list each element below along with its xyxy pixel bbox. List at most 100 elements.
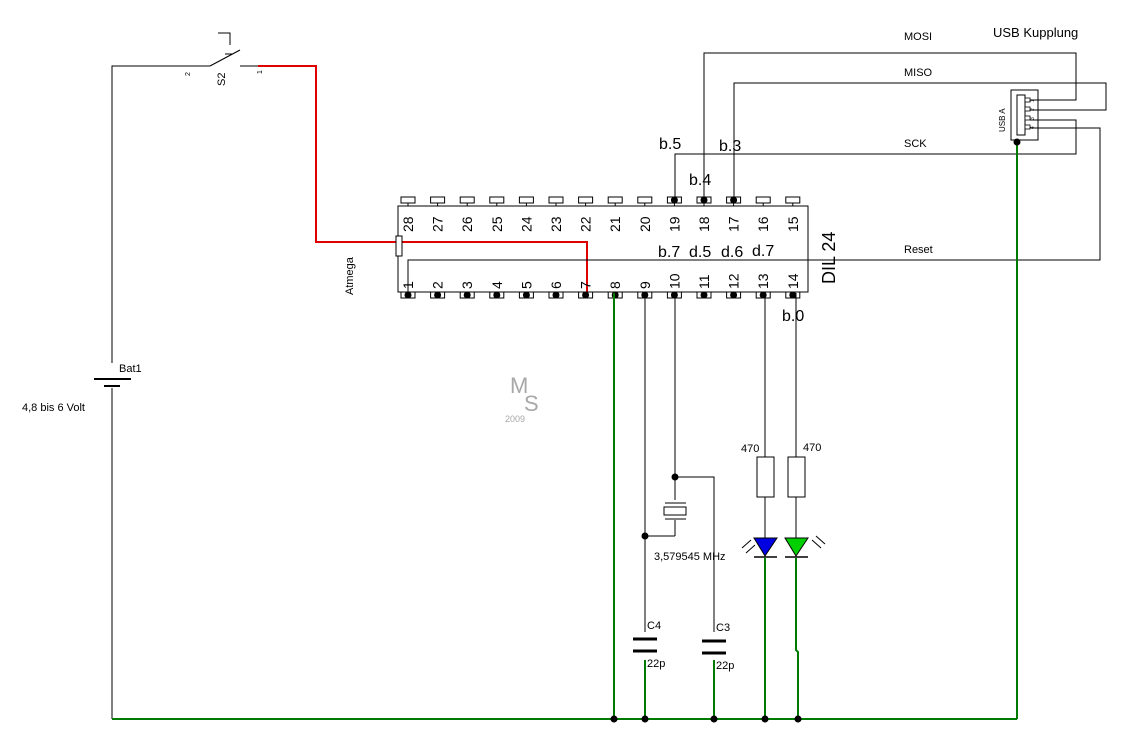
resistor-2-label: 470	[803, 442, 821, 454]
crystal-label: 3,579545 MHz	[654, 551, 726, 563]
junction-dots	[610, 138, 1021, 723]
chip-pin-top-number: 24	[518, 216, 534, 232]
chip-pin-top: 27	[430, 196, 446, 232]
usb-pin: 1	[1024, 97, 1036, 103]
chip-pin-top: 21	[607, 196, 623, 232]
chip-pin-bottom-number: 10	[666, 273, 682, 289]
sck-label: SCK	[904, 138, 927, 150]
battery-label: Bat1	[119, 363, 142, 375]
port-d5-label: d.5	[689, 244, 711, 261]
chip-pin-bottom-number: 2	[430, 281, 446, 289]
chip-pin-bottom: 3	[459, 281, 475, 299]
atmega-chip	[395, 205, 809, 293]
crystal-wiring	[644, 293, 715, 719]
chip-pin-top-number: 25	[489, 216, 505, 232]
chip-pin-bottom: 8	[607, 281, 623, 299]
chip-pin-top-number: 23	[548, 216, 564, 232]
chip-pin-bottom-number: 3	[459, 281, 475, 289]
watermark-s: S	[524, 391, 539, 416]
port-d7-label: d.7	[752, 243, 774, 260]
usb-pin: 2	[1024, 106, 1036, 112]
mosi-label: MOSI	[904, 31, 932, 43]
chip-pin-top-number: 26	[459, 216, 475, 232]
miso-label: MISO	[904, 67, 933, 79]
chip-pin-top-number: 16	[755, 216, 771, 232]
watermark: M S 2009	[505, 373, 539, 424]
port-b3-label: b.3	[719, 138, 741, 155]
port-b7-label: b.7	[658, 244, 680, 261]
crystal-symbol	[663, 502, 687, 520]
chip-pin-top: 22	[578, 196, 594, 232]
chip-pin-top: 18	[696, 196, 712, 232]
chip-pin-top: 24	[518, 196, 534, 232]
capacitor-c3	[702, 639, 726, 655]
chip-pin-top: 23	[548, 196, 564, 232]
port-d6-label: d.6	[721, 244, 743, 261]
chip-pin-bottom-number: 13	[755, 273, 771, 289]
chip-top-pins: 28 27 26 25 24 23 22 21 20 19 18 17 16 15	[400, 196, 801, 232]
led-blue	[741, 537, 778, 558]
switch-red-wire	[258, 65, 588, 293]
c4-label: C4	[647, 620, 661, 632]
chip-pin-bottom: 6	[548, 281, 564, 299]
chip-pin-top: 28	[400, 196, 416, 232]
usb-connector-label: USB A	[998, 108, 1007, 132]
chip-pin-top-number: 19	[666, 216, 682, 232]
ground-wiring	[112, 140, 1018, 720]
chip-pin-top-number: 20	[637, 216, 653, 232]
chip-pin-top: 17	[726, 196, 742, 232]
chip-pin-top-number: 28	[400, 216, 416, 232]
usb-pin-number: 4	[1030, 126, 1036, 129]
resistor-2	[787, 456, 806, 498]
c4-value: 22p	[647, 658, 665, 670]
chip-name-label: Atmega	[344, 256, 356, 295]
chip-pin-top: 25	[489, 196, 505, 232]
usb-pins: 1 2 3 4	[1024, 97, 1036, 130]
switch-label: S2	[216, 73, 228, 86]
chip-pin-top-number: 21	[607, 216, 623, 232]
switch-pin1-label: 1	[257, 70, 264, 74]
chip-pin-bottom-number: 7	[578, 281, 594, 289]
chip-pin-bottom-number: 11	[696, 274, 712, 289]
chip-pin-bottom-number: 12	[726, 273, 742, 289]
battery-voltage-label: 4,8 bis 6 Volt	[22, 402, 85, 414]
usb-pin-number: 3	[1030, 117, 1036, 120]
watermark-m: M	[510, 373, 528, 398]
chip-pin-top-number: 17	[726, 216, 742, 232]
c3-value: 22p	[716, 660, 734, 672]
port-b5-label: b.5	[659, 136, 681, 153]
chip-pin-top: 26	[459, 196, 475, 232]
chip-pin-top-number: 27	[430, 216, 446, 232]
chip-pin-bottom: 5	[518, 281, 534, 299]
resistor-1-label: 470	[741, 443, 759, 455]
led-wiring	[764, 293, 797, 538]
chip-pin-bottom-number: 8	[607, 281, 623, 289]
chip-pin-top: 16	[755, 196, 771, 232]
chip-pin-bottom: 10	[666, 273, 682, 299]
switch-s2	[209, 32, 258, 67]
chip-pin-top-number: 15	[785, 216, 801, 232]
chip-package-label: DIL 24	[819, 232, 839, 284]
led-green	[784, 535, 826, 558]
chip-pin-bottom: 14	[785, 273, 801, 299]
chip-pin-top-number: 22	[578, 216, 594, 232]
resistor-1	[756, 456, 775, 498]
watermark-year: 2009	[505, 414, 525, 424]
chip-pin-bottom-number: 5	[518, 281, 534, 289]
port-b4-label: b.4	[689, 172, 711, 189]
capacitor-c4	[633, 637, 657, 653]
c3-label: C3	[716, 622, 730, 634]
chip-pin-bottom: 2	[430, 281, 446, 299]
chip-pin-bottom: 4	[489, 281, 505, 299]
chip-pin-bottom: 7	[578, 281, 594, 299]
chip-pin-bottom: 11	[696, 274, 712, 299]
chip-pin-bottom-number: 6	[548, 281, 564, 289]
chip-pin-bottom-number: 9	[637, 281, 653, 289]
switch-pin2-label: 2	[185, 72, 192, 76]
usb-pin: 3	[1024, 115, 1036, 121]
battery-wiring	[111, 65, 210, 719]
usb-connector	[1010, 89, 1039, 141]
chip-pin-top: 19	[666, 196, 682, 232]
